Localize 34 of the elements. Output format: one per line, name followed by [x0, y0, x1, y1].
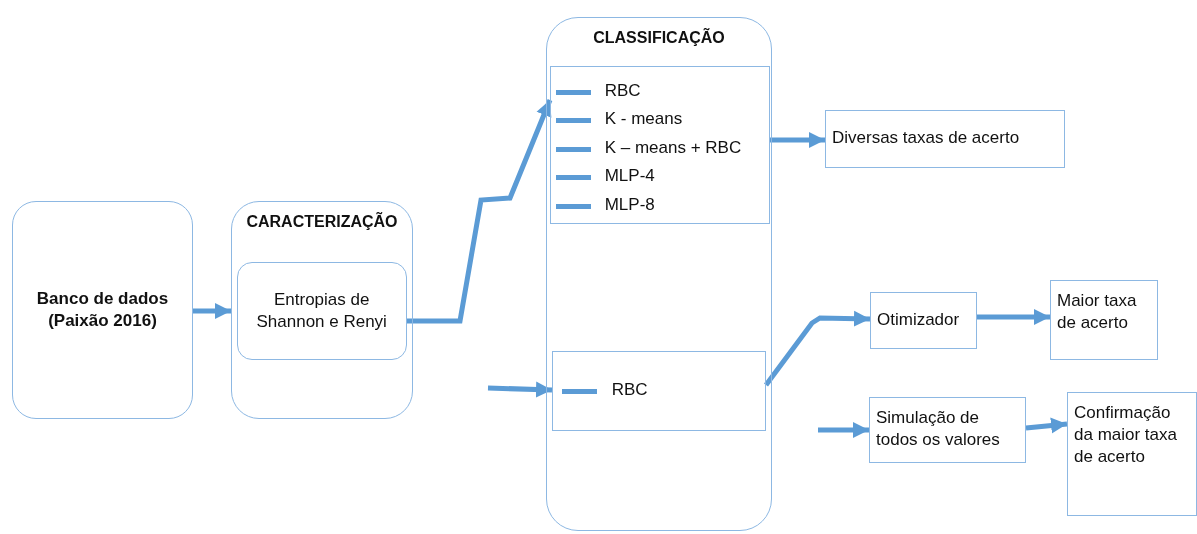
arrow [977, 309, 1050, 325]
node-label: Banco de dados (Paixão 2016) [35, 287, 170, 332]
result-box [1067, 392, 1197, 516]
method-list-box [549, 65, 770, 224]
arrow [1025, 417, 1068, 434]
panel-heading: CARACTERIZAÇÃO [245, 212, 399, 232]
node-label: Diversas taxas de acerto [832, 127, 1021, 149]
list-item: RBC [604, 79, 641, 102]
arrow [487, 381, 553, 398]
list-item: MLP-8 [604, 193, 655, 216]
process-box [869, 397, 1026, 463]
list-item: MLP-4 [604, 165, 655, 188]
node-label: Confirmação da maior taxa de acerto [1074, 402, 1178, 469]
panel-heading: CLASSIFICAÇÃO [592, 28, 726, 48]
process-box [236, 261, 407, 360]
stage-panel [546, 17, 772, 531]
result-box [1050, 280, 1158, 360]
node-label: Otimizador [877, 309, 961, 331]
node-label: Simulação de todos os valores [876, 407, 1001, 452]
arrow [818, 422, 869, 438]
node-label: Maior taxa de acerto [1057, 290, 1138, 335]
arrow [193, 303, 231, 319]
arrow [770, 132, 825, 148]
list-item: RBC [611, 378, 648, 401]
stage-panel [231, 201, 413, 419]
list-item: K – means + RBC [604, 136, 742, 159]
arrow [407, 99, 553, 324]
node-label: Entropias de Shannon e Renyi [255, 288, 388, 333]
list-item: K - means [604, 108, 683, 131]
process-box [870, 292, 977, 349]
method-box [551, 350, 766, 431]
arrow [764, 310, 871, 387]
database-box [12, 201, 193, 419]
result-box [825, 110, 1065, 168]
